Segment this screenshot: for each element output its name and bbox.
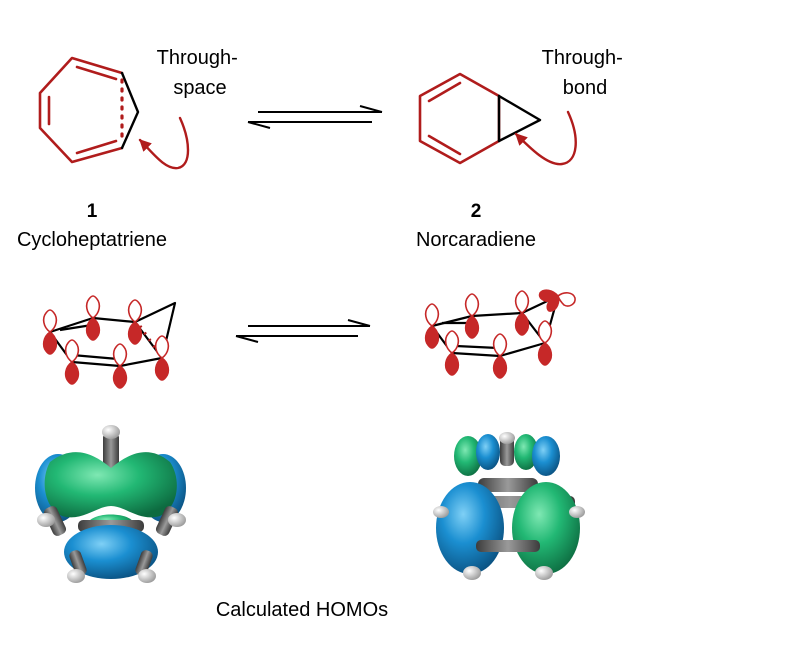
homo-caption: Calculated HOMOs <box>216 599 388 621</box>
equilibrium-arrows-top <box>247 105 383 129</box>
compound-2-number: 2 <box>471 201 482 222</box>
norcaradiene-p-orbital-model <box>424 289 576 379</box>
through-space-label: Through- space <box>157 47 244 99</box>
compound-1-name: Cycloheptatriene <box>17 229 167 251</box>
compound-1-number: 1 <box>87 201 98 222</box>
homo-cycloheptatriene-render <box>35 425 186 583</box>
cycloheptatriene-structure <box>38 56 190 170</box>
equilibrium-arrows-middle <box>235 319 371 343</box>
homo-norcaradiene-render <box>433 432 585 580</box>
cycloheptatriene-p-orbital-model <box>42 295 177 389</box>
compound-2-name: Norcaradiene <box>416 229 536 251</box>
norcaradiene-structure <box>418 72 577 166</box>
through-bond-label: Through- bond <box>542 47 629 99</box>
